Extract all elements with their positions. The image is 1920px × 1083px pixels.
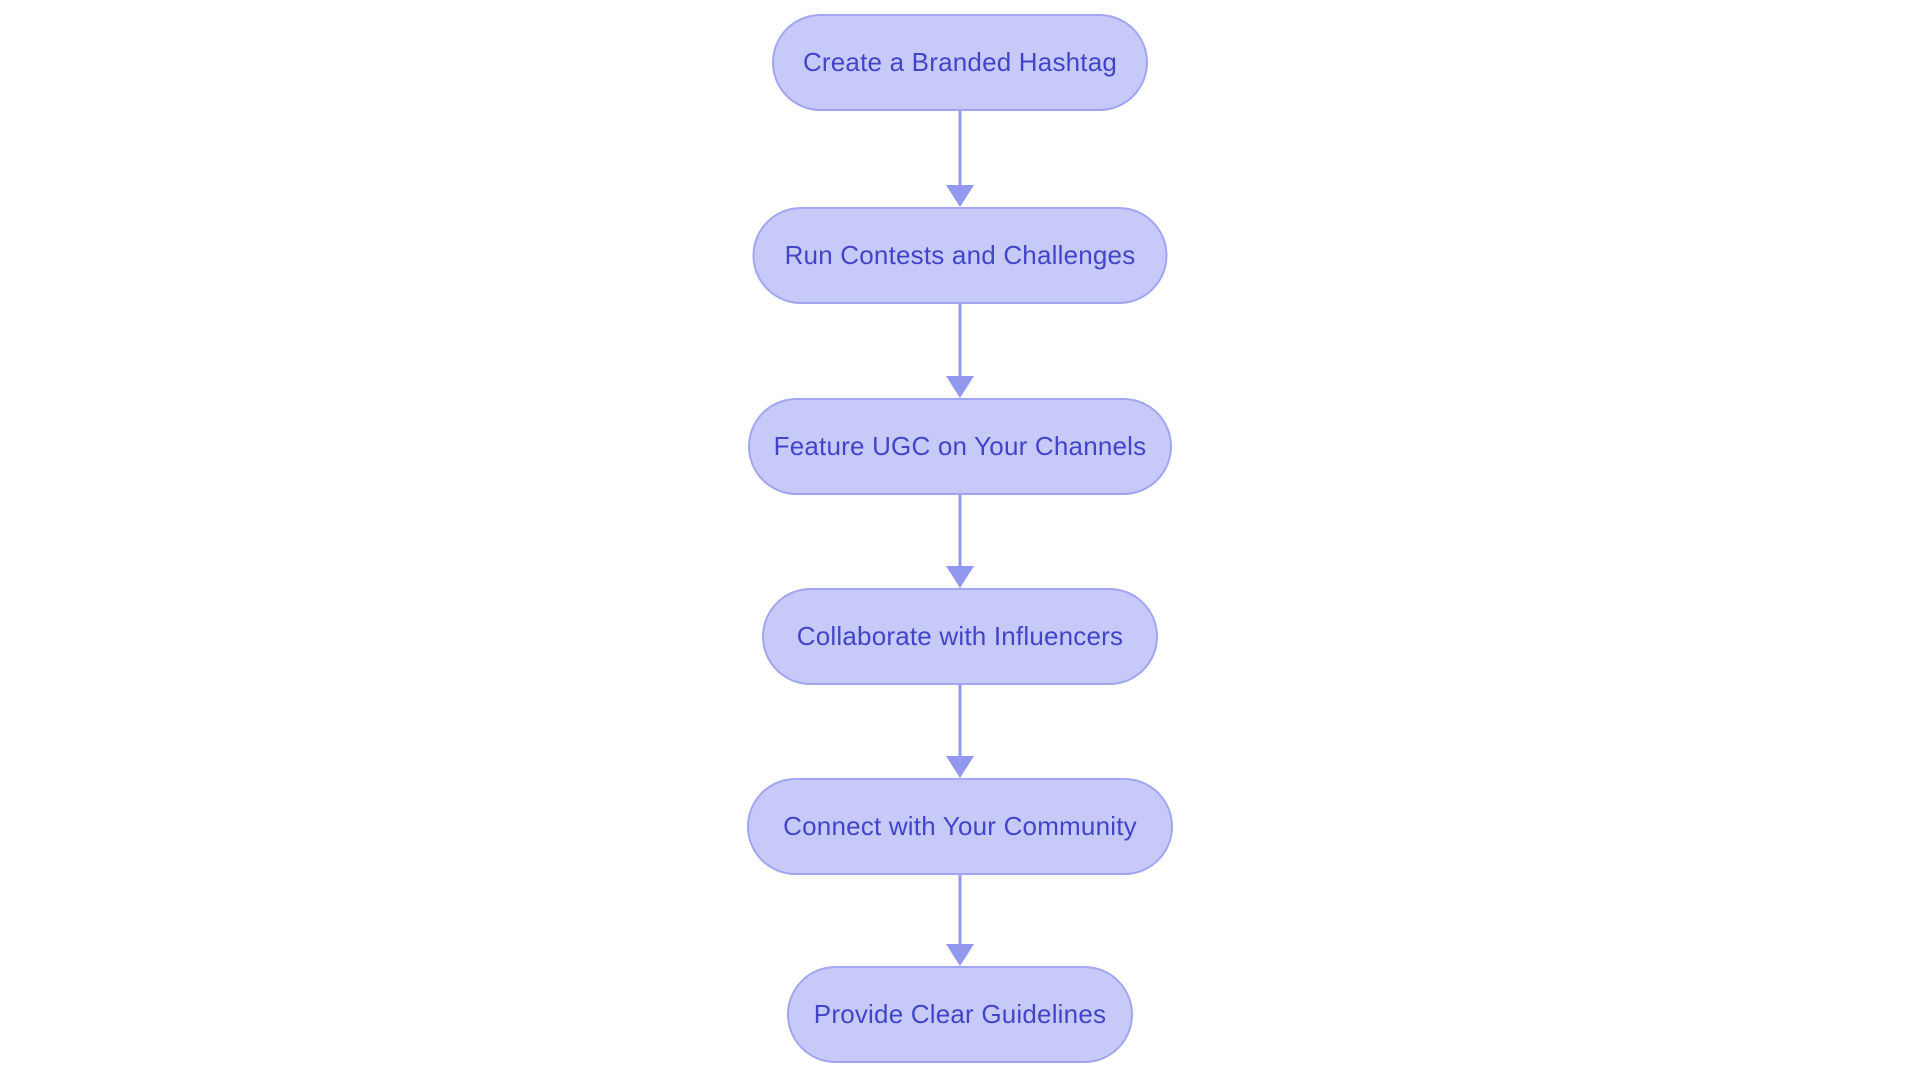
node-label: Feature UGC on Your Channels	[773, 431, 1147, 461]
flow-node-run-contests-and-challenges: Run Contests and Challenges	[752, 207, 1168, 304]
node-label: Connect with Your Community	[783, 811, 1137, 841]
flow-node-provide-clear-guidelines: Provide Clear Guidelines	[787, 966, 1133, 1063]
flow-node-feature-ugc-on-your-channels: Feature UGC on Your Channels	[748, 398, 1172, 495]
flow-node-collaborate-with-influencers: Collaborate with Influencers	[762, 588, 1158, 685]
arrow-down-icon	[946, 304, 974, 398]
node-label: Create a Branded Hashtag	[802, 47, 1118, 77]
flow-node-create-branded-hashtag: Create a Branded Hashtag	[772, 14, 1148, 111]
node-label: Collaborate with Influencers	[796, 621, 1124, 651]
arrow-down-icon	[946, 495, 974, 588]
arrow-down-icon	[946, 875, 974, 966]
node-label: Provide Clear Guidelines	[813, 999, 1107, 1029]
node-label: Run Contests and Challenges	[784, 240, 1136, 270]
flow-node-connect-with-your-community: Connect with Your Community	[747, 778, 1173, 875]
arrow-down-icon	[946, 685, 974, 778]
arrow-down-icon	[946, 111, 974, 207]
